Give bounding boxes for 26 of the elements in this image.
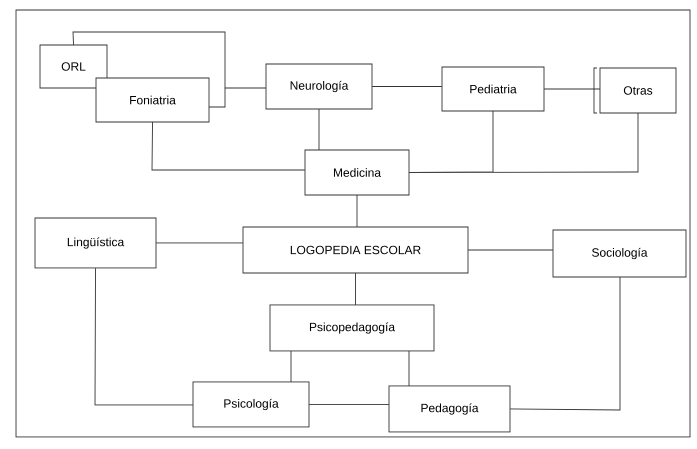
connector <box>409 113 638 173</box>
topic-box: Otras <box>600 68 676 114</box>
topic-box: Neurología <box>266 64 372 110</box>
topic-box: ORL <box>40 44 108 88</box>
connector <box>544 88 600 90</box>
main-topic-box: LOGOPEDIA ESCOLAR <box>242 226 468 274</box>
connector <box>152 122 305 170</box>
topic-box: Pediatria <box>442 66 544 112</box>
connector <box>318 109 320 150</box>
connector <box>208 88 266 108</box>
connector <box>94 268 193 406</box>
connector <box>510 277 620 410</box>
topic-box: Psicopedagogía <box>270 304 434 352</box>
connector <box>156 242 243 244</box>
topic-box: Foniatria <box>96 78 210 122</box>
topic-box: Medicina <box>304 150 410 196</box>
connector <box>372 86 442 87</box>
topic-box: Pedagogía <box>388 386 510 432</box>
connector <box>309 404 389 405</box>
connector <box>290 350 292 382</box>
topic-box: Lingüística <box>34 218 156 268</box>
connector <box>408 350 410 386</box>
connector <box>355 272 356 305</box>
connector <box>356 195 358 227</box>
topic-box: Sociología <box>552 230 686 278</box>
topic-box: Psicología <box>192 382 310 428</box>
